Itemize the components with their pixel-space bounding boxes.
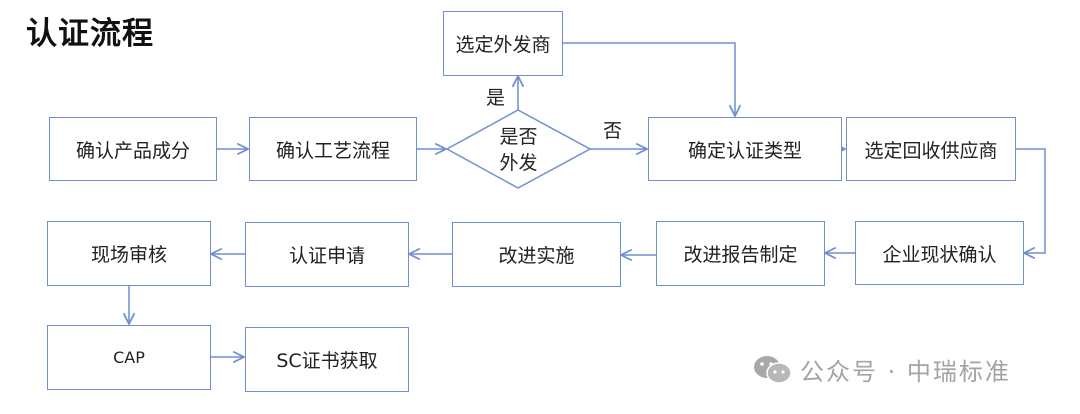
arrow-recycle-to-status	[1016, 148, 1046, 253]
node-confirm-product: 确认产品成分	[49, 117, 217, 181]
decision-diamond	[445, 109, 592, 189]
node-select-recycle: 选定回收供应商	[846, 117, 1016, 181]
decision-line2: 外发	[499, 152, 538, 174]
node-determine-type: 确定认证类型	[648, 117, 842, 181]
node-enterprise-status: 企业现状确认	[855, 221, 1024, 285]
node-onsite-audit: 现场审核	[47, 221, 211, 286]
node-cap: CAP	[47, 325, 211, 390]
node-improve-implement: 改进实施	[452, 222, 621, 287]
edge-label-no: 否	[603, 120, 623, 142]
page-title: 认证流程	[26, 16, 154, 52]
edge-label-yes: 是	[486, 87, 506, 109]
watermark-text: 公众号 · 中瑞标准	[800, 358, 1011, 386]
watermark: 公众号 · 中瑞标准	[752, 352, 1011, 387]
wechat-icon	[754, 355, 792, 384]
node-select-outsource: 选定外发商	[443, 11, 563, 76]
node-confirm-process: 确认工艺流程	[249, 117, 417, 181]
arrow-outsource-to-type	[562, 42, 735, 116]
node-cert-apply: 认证申请	[245, 222, 409, 287]
node-sc-cert: SC证书获取	[245, 327, 409, 392]
node-improve-report: 改进报告制定	[656, 221, 825, 286]
node-decision-outsource: 是否 外发	[447, 112, 590, 188]
decision-line1: 是否	[499, 126, 538, 148]
